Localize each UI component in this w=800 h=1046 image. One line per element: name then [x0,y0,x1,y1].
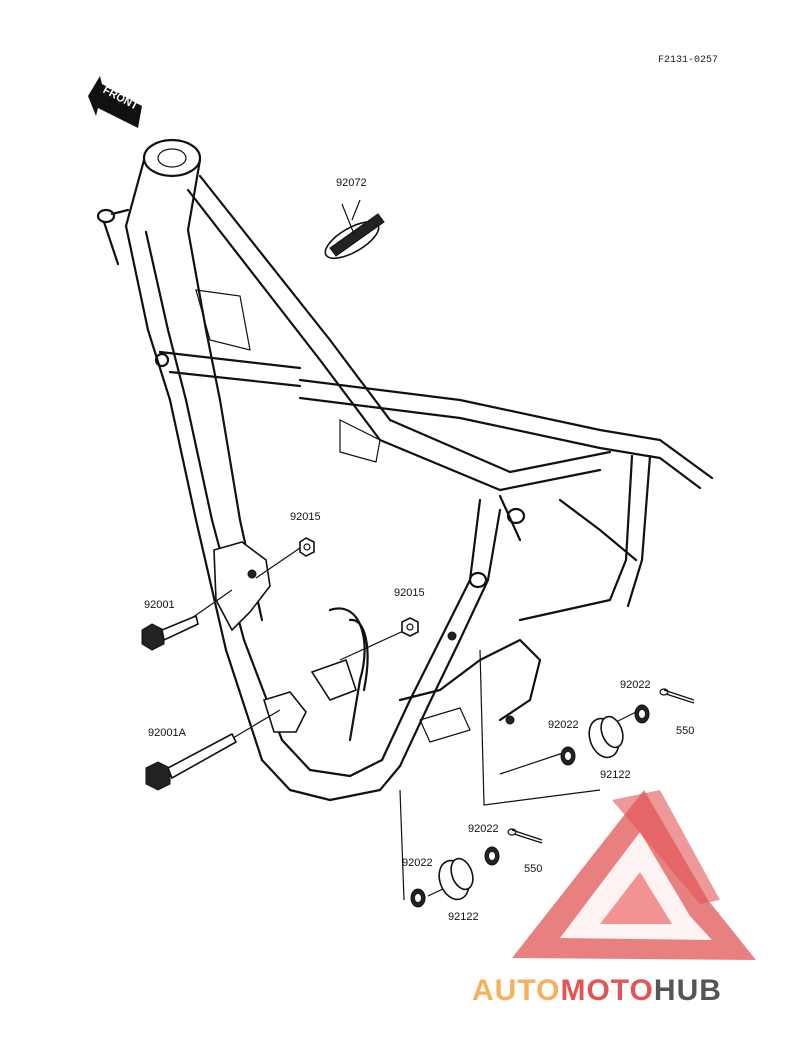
cotter-pin-550-lower [507,828,543,844]
bolt-92001A [145,732,238,791]
label-92122-lower: 92122 [448,911,479,923]
label-92122-upper: 92122 [600,769,631,781]
nut-92015-lower [401,617,419,637]
label-550-upper: 550 [676,725,694,737]
watermark-logo [512,790,756,960]
washer-92022-lower-a [410,888,426,908]
label-92022-lower-right: 92022 [468,823,499,835]
footpeg-part [324,203,385,260]
washer-92022-lower-b [484,846,500,866]
collar-92122-lower [438,857,474,901]
watermark-part-hub: HUB [654,974,722,1007]
label-92022-upper-right: 92022 [620,679,651,691]
watermark-part-auto: AUTO [472,974,560,1007]
bolt-92001 [141,614,199,651]
motorcycle-frame [96,138,714,802]
cotter-pin-550-upper [659,688,695,704]
washer-92022-upper-b [634,704,650,724]
label-550-lower: 550 [524,863,542,875]
label-92022-upper-left: 92022 [548,719,579,731]
label-92022-lower-left: 92022 [402,857,433,869]
watermark-text: AUTOMOTOHUB [472,974,722,1007]
front-arrow-icon: FRONT [88,76,142,128]
label-92072: 92072 [336,177,367,189]
collar-92122-upper [588,715,624,759]
diagram-code: F2131-0257 [658,55,718,66]
washer-92022-upper-a [560,746,576,766]
label-92015-lower: 92015 [394,587,425,599]
label-92015-top: 92015 [290,511,321,523]
label-92001: 92001 [144,599,175,611]
nut-92015-top [299,537,315,557]
watermark-part-moto: MOTO [560,974,653,1007]
label-92001A: 92001A [148,727,187,739]
